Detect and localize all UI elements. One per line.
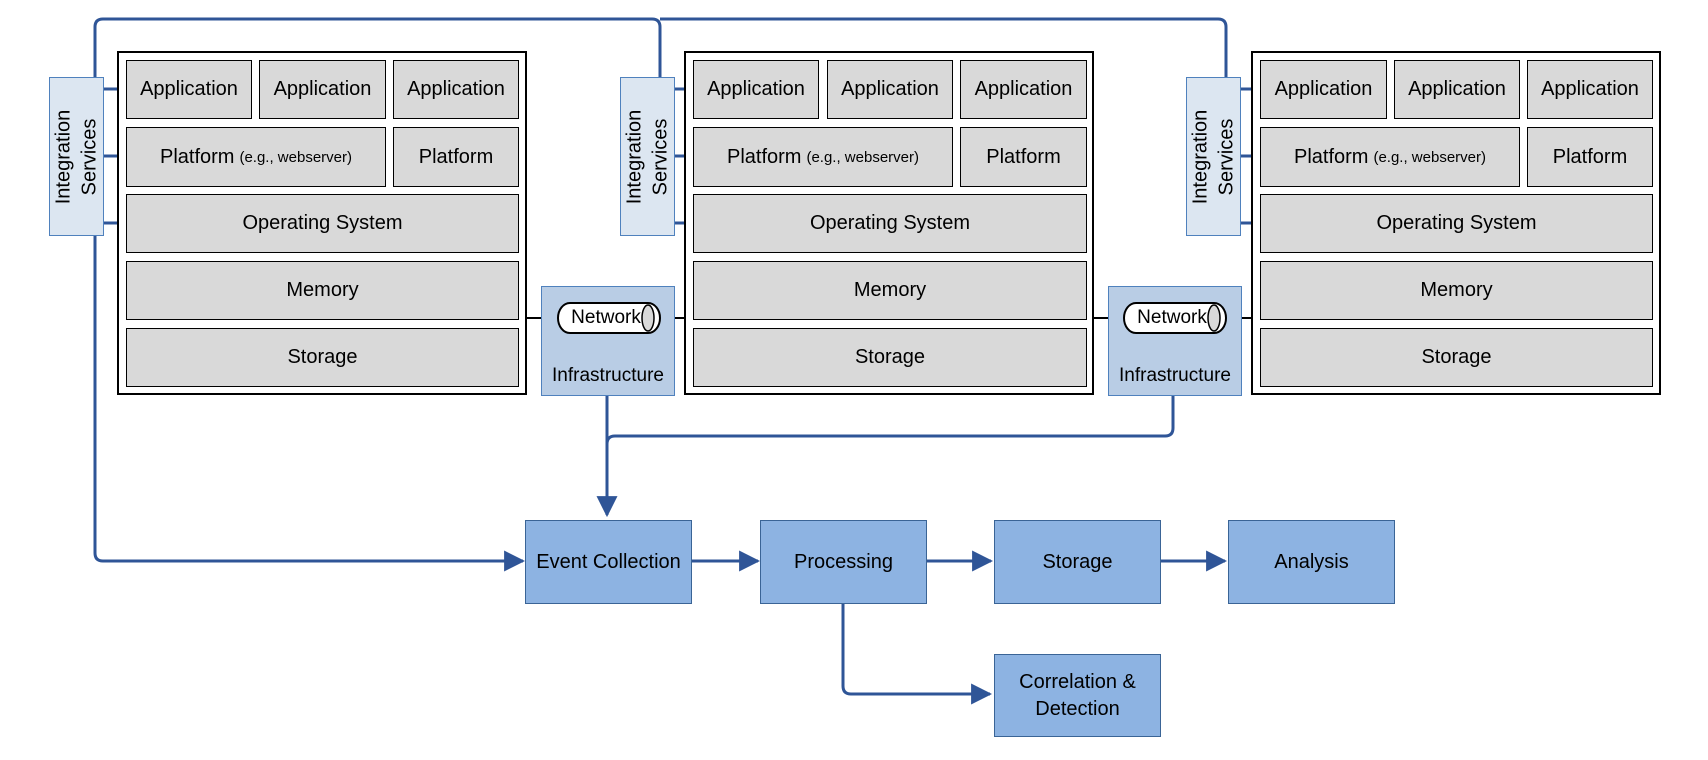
correlation-label-line2: Detection <box>1035 697 1120 720</box>
host-1-platform-webserver: Platform(e.g., webserver) <box>126 127 386 187</box>
host-1-application-3: Application <box>393 60 519 119</box>
integration-bus-left <box>93 17 662 78</box>
host-3-application-1: Application <box>1260 60 1387 119</box>
host-1-application-1: Application <box>126 60 252 119</box>
host-1-application-2: Application <box>259 60 386 119</box>
host-3-storage: Storage <box>1260 328 1653 387</box>
host-2-memory: Memory <box>693 261 1087 320</box>
integration-label-line1: Integration <box>1189 109 1212 204</box>
host-2-platform: Platform <box>960 127 1087 187</box>
integration-label-line1: Integration <box>623 109 646 204</box>
integration-label-line2: Services <box>649 118 672 195</box>
host-1-platform: Platform <box>393 127 519 187</box>
integration-label-line1: Integration <box>52 109 75 204</box>
network-cylinder-icon <box>1123 302 1227 334</box>
host-2-application-1: Application <box>693 60 819 119</box>
host-3-application-3: Application <box>1527 60 1653 119</box>
event-collection-box: Event Collection <box>525 520 692 604</box>
host-3-platform: Platform <box>1527 127 1653 187</box>
host-1-storage: Storage <box>126 328 519 387</box>
analysis-box: Analysis <box>1228 520 1395 604</box>
infrastructure2-to-collection <box>605 395 1175 445</box>
host-2-application-3: Application <box>960 60 1087 119</box>
network-label-1: Network <box>571 307 641 328</box>
network-cylinder-icon <box>557 302 661 334</box>
integration-label-line2: Services <box>78 118 101 195</box>
infrastructure-label: Infrastructure <box>1119 365 1231 386</box>
host-2-platform-webserver: Platform(e.g., webserver) <box>693 127 953 187</box>
host-3-operating-system: Operating System <box>1260 194 1653 253</box>
host-2-application-2: Application <box>827 60 953 119</box>
host-1-operating-system: Operating System <box>126 194 519 253</box>
processing-box: Processing <box>760 520 927 604</box>
integration-to-collection <box>93 236 526 572</box>
host-2-storage: Storage <box>693 328 1087 387</box>
infrastructure-label: Infrastructure <box>552 365 664 386</box>
correlation-label-line1: Correlation & <box>1019 670 1136 693</box>
host-2-operating-system: Operating System <box>693 194 1087 253</box>
integration-bus-right <box>660 17 1228 78</box>
host-3-platform-webserver: Platform(e.g., webserver) <box>1260 127 1520 187</box>
storage-box: Storage <box>994 520 1161 604</box>
host-3-memory: Memory <box>1260 261 1653 320</box>
processing-to-correlation <box>841 603 993 705</box>
network-label-2: Network <box>1137 307 1207 328</box>
correlation-detection-box: Correlation & Detection <box>994 654 1161 737</box>
host-1-memory: Memory <box>126 261 519 320</box>
host-3-application-2: Application <box>1394 60 1520 119</box>
integration-label-line2: Services <box>1215 118 1238 195</box>
